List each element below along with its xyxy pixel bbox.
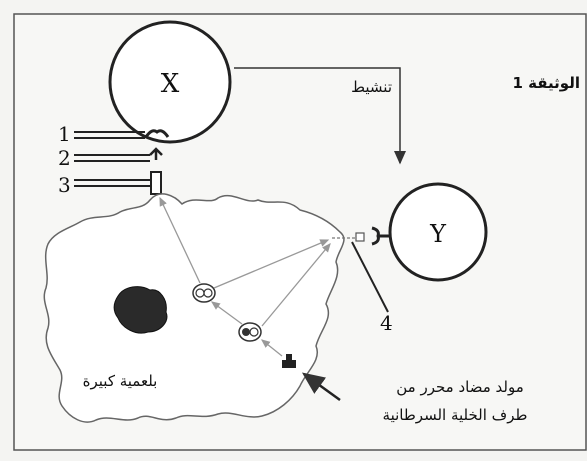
vesicle-upper (193, 284, 215, 302)
document-label: الوثيقة 1 (513, 74, 581, 92)
number-3: 3 (58, 173, 71, 197)
receptor-3 (151, 172, 161, 194)
number-4: 4 (380, 311, 393, 335)
number-2: 2 (58, 146, 71, 170)
antigen-label-line2: طرف الخلية السرطانية (383, 406, 528, 424)
cell-x-label: X (161, 69, 180, 99)
cell-y-label: Y (429, 220, 447, 248)
vesicle-lower (239, 323, 261, 341)
macrophage-label: بلعمية كبيرة (83, 372, 158, 390)
activation-label: تنشيط (351, 78, 392, 96)
number-1: 1 (58, 122, 71, 146)
antigen-label-line1: مولد مضاد محرر من (396, 378, 524, 396)
